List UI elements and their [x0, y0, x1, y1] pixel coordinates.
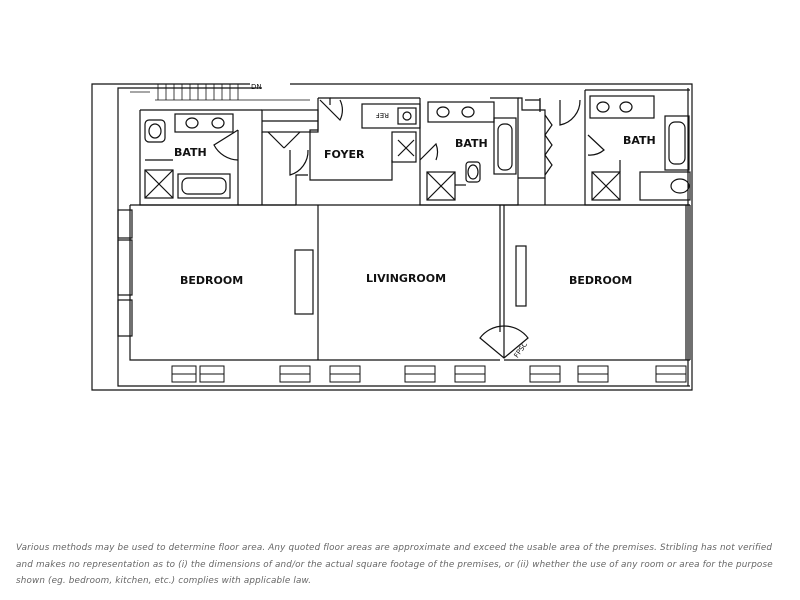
room-label-bedroom-right: BEDROOM	[569, 274, 632, 287]
stair	[130, 84, 310, 101]
disclaimer-text: Various methods may be used to determine…	[16, 543, 773, 586]
room-walls	[129, 204, 691, 361]
room-label-bath-right: BATH	[623, 134, 656, 147]
room-label-bedroom-left: BEDROOM	[180, 274, 243, 287]
bath-right-walls	[584, 89, 691, 206]
middle-closets	[518, 97, 581, 205]
bath-middle-walls	[419, 97, 519, 206]
room-label-bath-middle: BATH	[455, 137, 488, 150]
fireplace	[479, 325, 529, 359]
refrigerator-label: REF	[376, 111, 389, 119]
room-label-foyer: FOYER	[324, 148, 365, 161]
room-label-livingroom: LIVINGROOM	[366, 272, 446, 285]
outer-walls	[91, 83, 693, 391]
fireplace-label: FPSC	[513, 340, 530, 359]
floor-plan: BATH FOYER BATH BATH BEDROOM LIVINGROOM …	[91, 83, 693, 391]
left-closets	[238, 109, 319, 206]
foyer-walls	[309, 97, 421, 181]
room-casework	[117, 209, 527, 337]
windows	[171, 365, 687, 383]
room-label-bath-left: BATH	[174, 146, 207, 159]
bath-left-walls	[139, 109, 262, 206]
stair-label: DN	[251, 83, 262, 91]
